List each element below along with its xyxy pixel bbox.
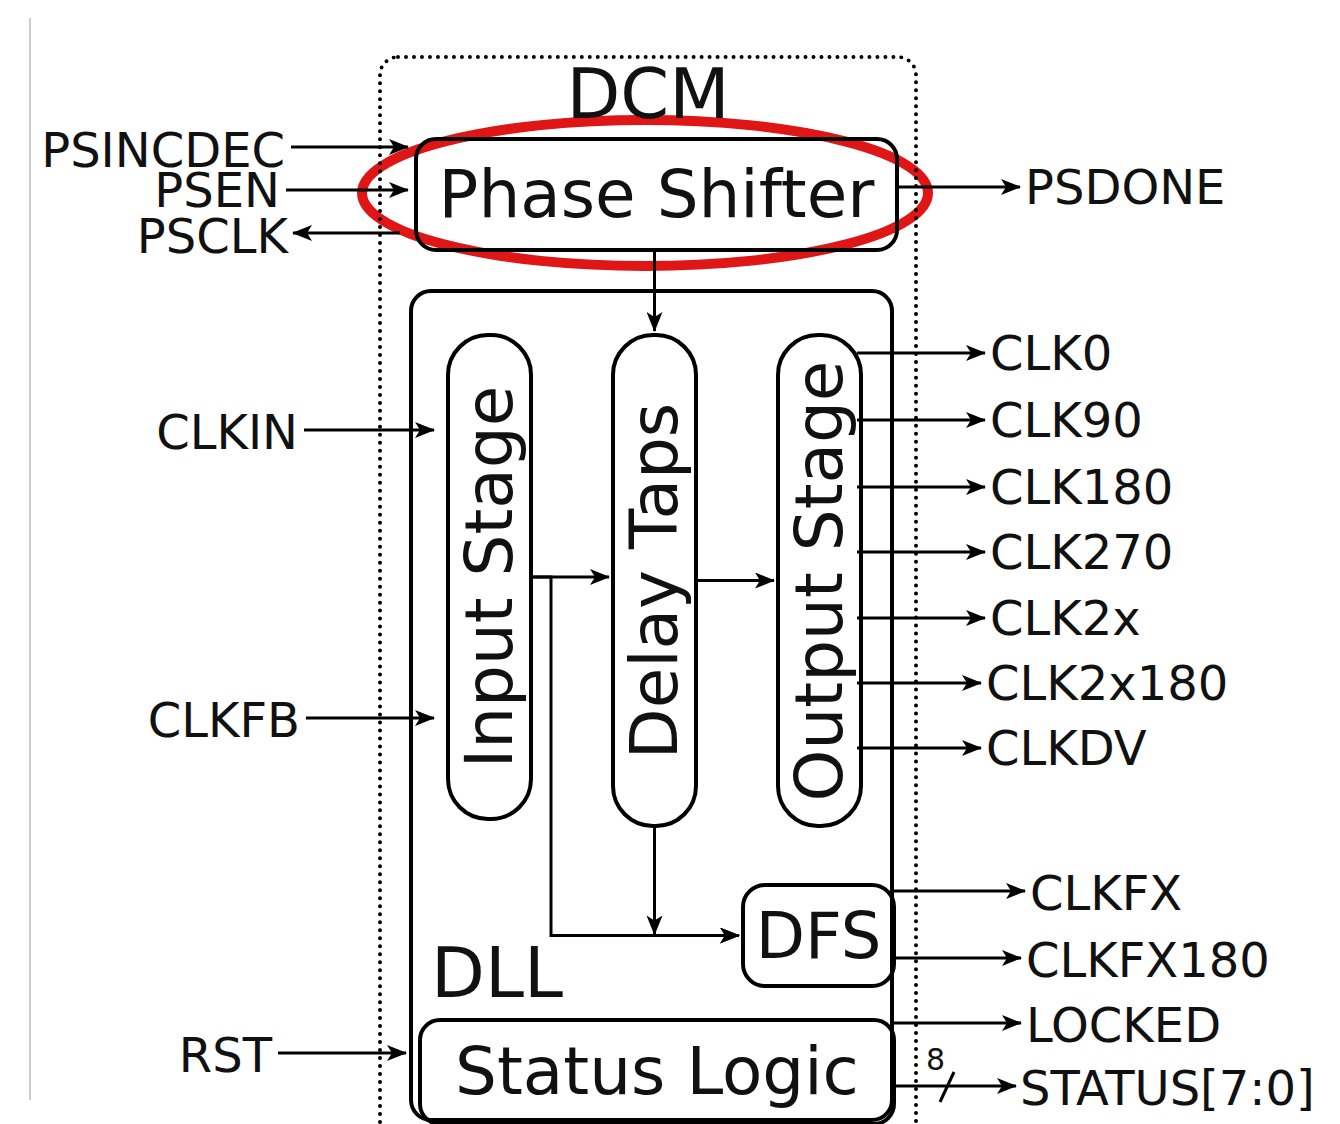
bus-slash — [940, 1072, 954, 1102]
block-title: DFS — [756, 904, 882, 968]
signal-name: PSDONE — [1025, 163, 1225, 211]
signal-wire — [890, 890, 1025, 893]
signal-name: CLK180 — [990, 463, 1173, 511]
signal-wire — [291, 146, 408, 149]
block-title: Output Stage — [787, 360, 853, 801]
signal-name: CLKFX — [1030, 869, 1182, 917]
signal-wire — [890, 1022, 1021, 1025]
phase-shifter-box: Phase Shifter — [414, 137, 899, 252]
signal-name: PSCLK — [137, 212, 288, 260]
dfs-box: DFS — [741, 883, 896, 988]
signal-name: CLK2x — [990, 594, 1141, 642]
signal-wire — [286, 189, 408, 192]
signal-name: CLK270 — [990, 528, 1173, 576]
signal-connector — [698, 579, 774, 582]
delay-taps-box: Delay Taps — [611, 333, 698, 828]
signal-name: CLKIN — [156, 408, 298, 456]
signal-name: CLK2x180 — [986, 659, 1228, 707]
block-title: Status Logic — [455, 1039, 859, 1105]
input-stage-box: Input Stage — [446, 333, 533, 821]
signal-name: CLKDV — [986, 724, 1147, 772]
status-logic-box: Status Logic — [418, 1018, 896, 1124]
block-title: DCM — [566, 59, 729, 129]
signal-connector — [655, 828, 740, 936]
signal-name: LOCKED — [1026, 1001, 1221, 1049]
highlight-ellipse — [362, 120, 928, 266]
bus-wire — [890, 1085, 1016, 1088]
output-stage-box: Output Stage — [776, 333, 863, 828]
signal-wire — [293, 232, 400, 235]
block-title: DLL — [431, 938, 563, 1008]
signal-wire — [857, 747, 981, 750]
signal-wire — [278, 1052, 406, 1055]
block-title: Input Stage — [457, 386, 523, 769]
signal-name: RST — [179, 1031, 272, 1079]
dll-block: DLL Input Stage Delay Taps Output StageDFS S… — [409, 289, 894, 1122]
signal-wire — [306, 717, 434, 720]
signal-name: PSEN — [154, 166, 280, 214]
signal-wire — [857, 486, 985, 489]
signal-wire — [857, 352, 985, 355]
page-rule — [29, 18, 31, 1100]
signal-wire — [857, 682, 981, 685]
signal-name: CLKFB — [148, 696, 300, 744]
block-title: Delay Taps — [622, 402, 688, 758]
signal-wire — [857, 617, 985, 620]
signal-name: 8 — [926, 1045, 945, 1075]
block-title: Phase Shifter — [439, 162, 875, 228]
signal-wire — [304, 429, 434, 432]
dcm-block: DCM Phase ShifterDLL Input Stage Delay Taps… — [378, 55, 918, 1124]
signal-wire — [857, 419, 985, 422]
signal-name: CLK90 — [990, 396, 1143, 444]
signal-wire — [890, 957, 1021, 960]
signal-name: STATUS[7:0] — [1020, 1064, 1315, 1112]
signal-name: CLKFX180 — [1026, 936, 1270, 984]
signal-wire — [857, 551, 985, 554]
signal-name: CLK0 — [990, 329, 1112, 377]
